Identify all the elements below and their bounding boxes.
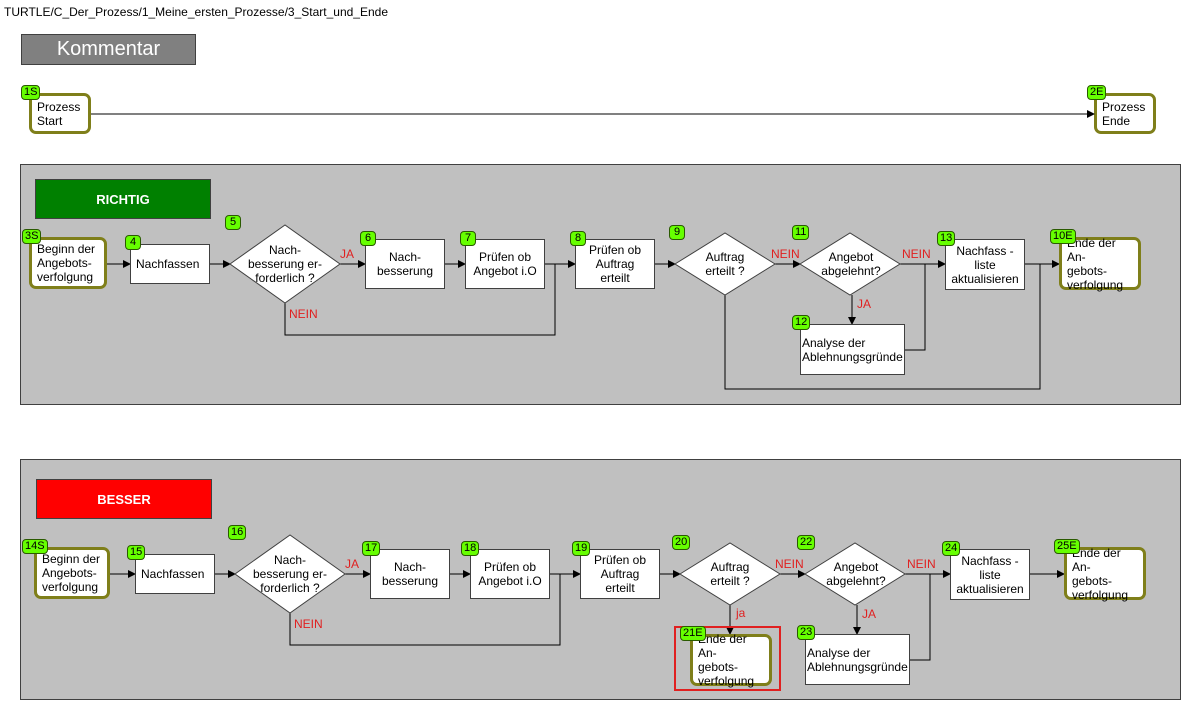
badge-11: 11: [792, 225, 810, 240]
label-nein-22: NEIN: [907, 557, 936, 571]
badge-15: 15: [127, 545, 146, 560]
node-23[interactable]: Analyse der Ablehnungsgründe: [805, 634, 910, 685]
node-3s[interactable]: Beginn der Angebots- verfolgung: [29, 237, 107, 289]
label-ja-11: JA: [857, 297, 872, 311]
node-10e[interactable]: Ende der An- gebots- verfolgung: [1059, 236, 1141, 292]
process-start-node[interactable]: Prozess Start: [29, 93, 91, 134]
badge-9: 9: [669, 225, 685, 240]
label-nein-5: NEIN: [289, 307, 318, 321]
badge-21e: 21E: [680, 626, 706, 641]
badge-3s: 3S: [22, 229, 42, 244]
badge-12: 12: [792, 315, 811, 330]
kommentar-header[interactable]: Kommentar: [21, 34, 196, 65]
label-nein-20: NEIN: [775, 557, 804, 571]
node-7[interactable]: Prüfen ob Angebot i.O: [465, 239, 545, 289]
label-ja-22: JA: [862, 607, 877, 621]
decision-9[interactable]: Auftrag erteilt ?: [705, 250, 745, 278]
badge-13: 13: [937, 231, 956, 246]
badge-2e: 2E: [1087, 85, 1107, 100]
node-25e[interactable]: Ende der An- gebots- verfolgung: [1064, 546, 1146, 602]
badge-6: 6: [360, 231, 376, 246]
badge-20: 20: [672, 535, 691, 550]
decision-20[interactable]: Auftrag erteilt ?: [710, 560, 750, 588]
highlight-frame: [674, 626, 781, 691]
badge-19: 19: [572, 541, 591, 556]
badge-25e: 25E: [1054, 539, 1080, 554]
node-4[interactable]: Nachfassen: [130, 244, 210, 284]
badge-24: 24: [942, 541, 961, 556]
label-ja-5: JA: [340, 247, 355, 261]
badge-23: 23: [797, 625, 816, 640]
process-end-node[interactable]: Prozess Ende: [1094, 93, 1156, 134]
decision-22[interactable]: Angebot abgelehnt?: [826, 560, 886, 588]
node-15[interactable]: Nachfassen: [135, 554, 215, 594]
decision-5[interactable]: Nach- besserung er- forderlich ?: [247, 243, 323, 285]
node-17[interactable]: Nach- besserung: [370, 549, 450, 599]
node-6[interactable]: Nach- besserung: [365, 239, 445, 289]
badge-17: 17: [362, 541, 381, 556]
badge-7: 7: [460, 231, 476, 246]
badge-16: 16: [228, 525, 247, 540]
label-nein-9: NEIN: [771, 247, 800, 261]
richtig-banner: RICHTIG: [35, 179, 211, 219]
besser-banner: BESSER: [36, 479, 212, 519]
badge-8: 8: [570, 231, 586, 246]
badge-10e: 10E: [1050, 229, 1076, 244]
badge-18: 18: [461, 541, 480, 556]
decision-16[interactable]: Nach- besserung er- forderlich ?: [252, 553, 328, 595]
node-13[interactable]: Nachfass - liste aktualisieren: [945, 239, 1025, 290]
node-19[interactable]: Prüfen ob Auftrag erteilt: [580, 549, 660, 599]
label-ja-20: ja: [736, 606, 746, 620]
node-14s[interactable]: Beginn der Angebots- verfolgung: [34, 547, 110, 599]
node-8[interactable]: Prüfen ob Auftrag erteilt: [575, 239, 655, 289]
label-ja-16: JA: [345, 557, 360, 571]
decision-11[interactable]: Angebot abgelehnt?: [821, 250, 881, 278]
badge-14s: 14S: [22, 539, 48, 554]
breadcrumb-path: TURTLE/C_Der_Prozess/1_Meine_ersten_Proz…: [4, 5, 388, 19]
node-12[interactable]: Analyse der Ablehnungsgründe: [800, 324, 905, 375]
label-nein-16: NEIN: [294, 617, 323, 631]
badge-22: 22: [797, 535, 816, 550]
badge-5: 5: [225, 215, 241, 230]
node-24[interactable]: Nachfass - liste aktualisieren: [950, 549, 1030, 600]
badge-1s: 1S: [21, 85, 41, 100]
badge-4: 4: [125, 235, 141, 250]
label-nein-11: NEIN: [902, 247, 931, 261]
node-21e[interactable]: Ende der An- gebots- verfolgung: [690, 632, 772, 688]
node-18[interactable]: Prüfen ob Angebot i.O: [470, 549, 550, 599]
